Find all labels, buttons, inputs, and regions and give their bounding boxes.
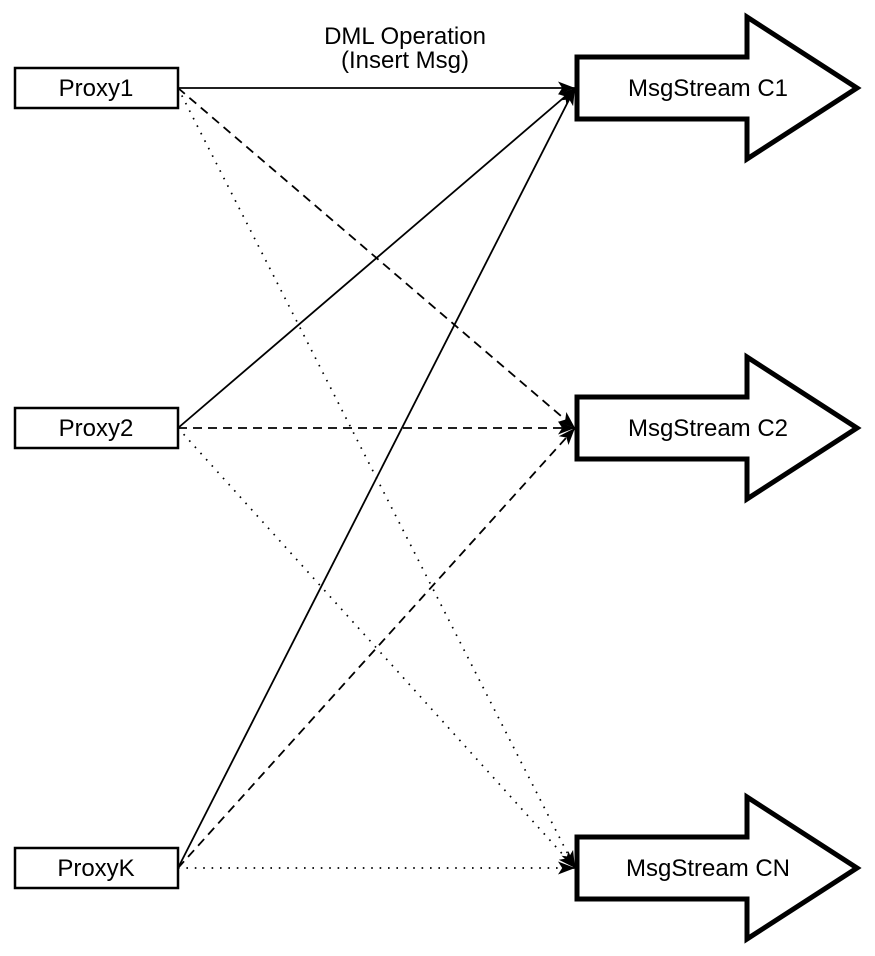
proxyk-box bbox=[13, 846, 180, 890]
proxy1-label: Proxy1 bbox=[59, 75, 134, 102]
node-proxy1: Proxy1 bbox=[13, 66, 180, 110]
msgstream-c1-label: MsgStream C1 bbox=[628, 75, 788, 102]
msgstream-c2-arrow-shape bbox=[574, 352, 862, 504]
node-msgstream-c1: MsgStream C1 bbox=[574, 12, 862, 164]
proxy2-box bbox=[13, 406, 180, 450]
msgstream-cn-arrow-shape bbox=[574, 792, 862, 944]
edge-proxyk-to-c2 bbox=[177, 427, 576, 869]
node-msgstream-cn: MsgStream CN bbox=[574, 792, 862, 944]
msgstream-c1-arrow-shape bbox=[574, 12, 862, 164]
msgstream-cn-label: MsgStream CN bbox=[626, 855, 790, 882]
diagram-title-line1: DML Operation bbox=[324, 23, 486, 50]
edge-proxy2-to-c1 bbox=[177, 87, 576, 429]
node-proxyk: ProxyK bbox=[13, 846, 180, 890]
node-proxy2: Proxy2 bbox=[13, 406, 180, 450]
edge-proxyk-to-c1 bbox=[177, 87, 576, 869]
msgstream-c2-label: MsgStream C2 bbox=[628, 415, 788, 442]
proxy2-label: Proxy2 bbox=[59, 415, 134, 442]
proxyk-label: ProxyK bbox=[57, 855, 134, 882]
node-msgstream-c2: MsgStream C2 bbox=[574, 352, 862, 504]
diagram-title-line2: (Insert Msg) bbox=[341, 47, 469, 74]
proxy1-box bbox=[13, 66, 180, 110]
